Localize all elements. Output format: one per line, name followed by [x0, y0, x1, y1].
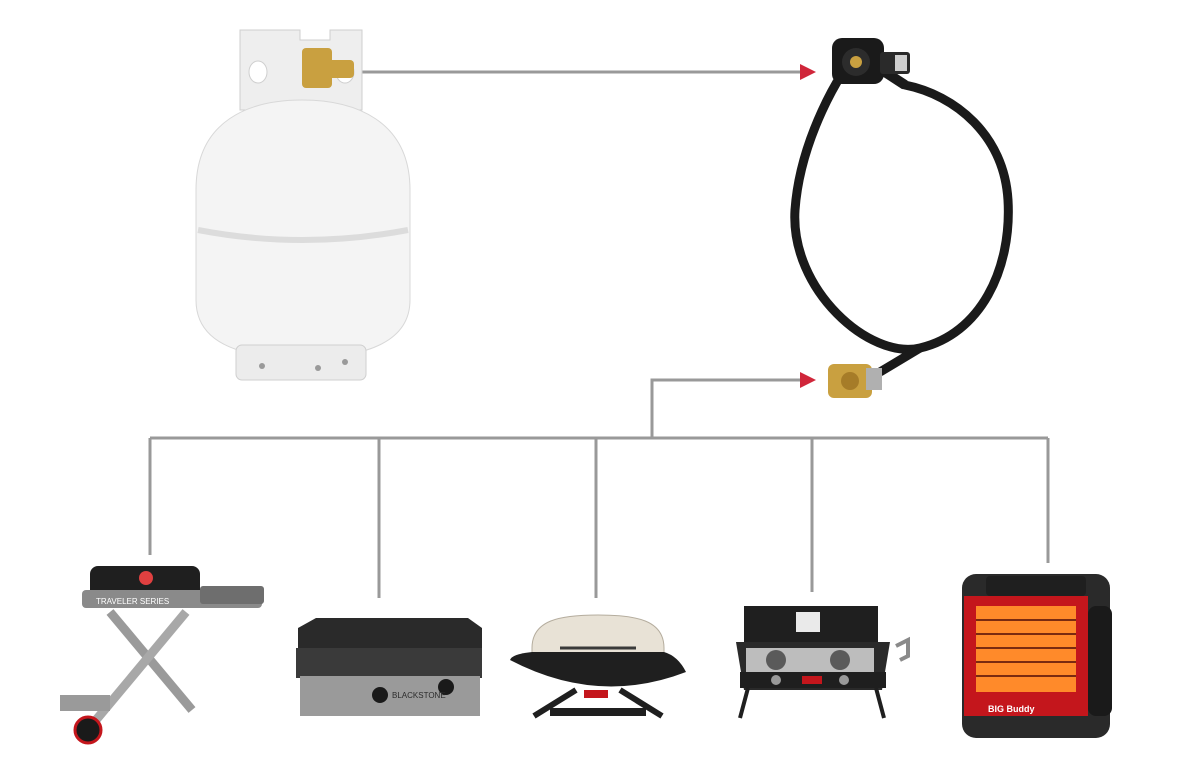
portable-grill-icon: TRAVELER SERIES [60, 566, 264, 745]
propane-tank-icon [195, 29, 411, 381]
arrow-head-hose-bottom [800, 372, 816, 388]
tabletop-grill-icon [510, 614, 686, 719]
adapter-hose-icon [790, 38, 1013, 398]
svg-text:TRAVELER SERIES: TRAVELER SERIES [96, 597, 169, 606]
connector-lines [148, 70, 1050, 598]
heater-icon: BIG Buddy [962, 574, 1112, 738]
arrow-head-hose-top [800, 64, 816, 80]
svg-text:BIG Buddy: BIG Buddy [988, 704, 1035, 714]
camp-stove-icon [736, 606, 910, 719]
hose-to-trunk-line [650, 378, 802, 438]
svg-text:BLACKSTONE: BLACKSTONE [392, 691, 446, 700]
griddle-icon: BLACKSTONE [296, 618, 482, 716]
